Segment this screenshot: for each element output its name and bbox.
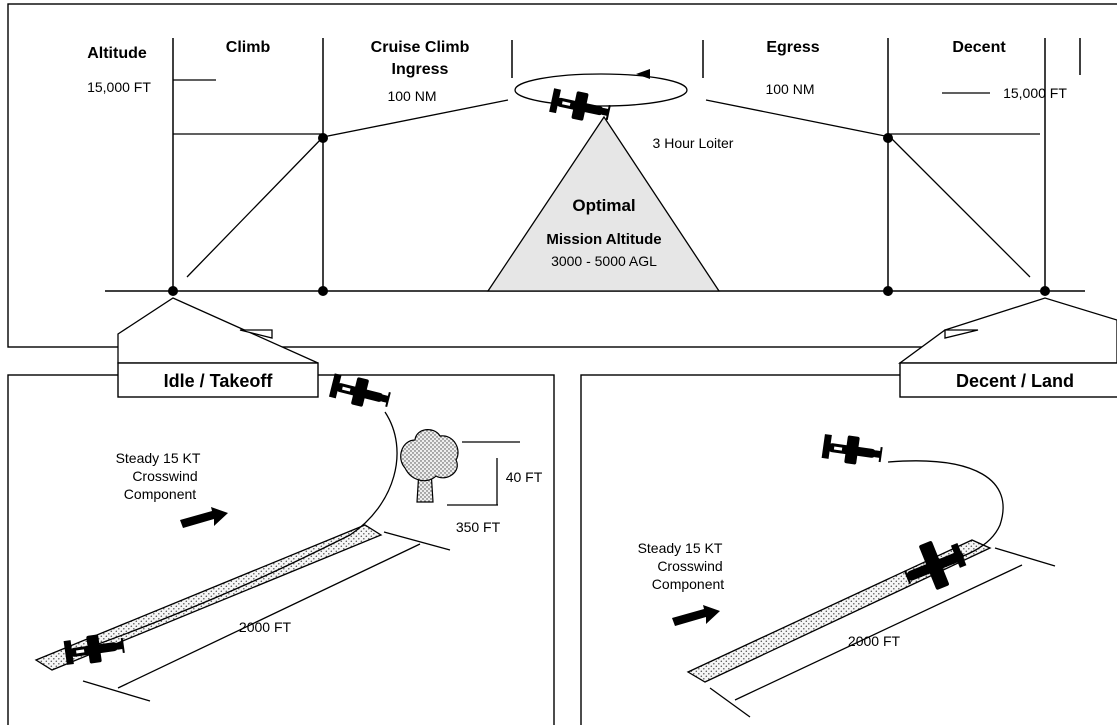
landing-wind-line-1: Steady 15 KT [638,540,723,556]
optimal-altitude-triangle [486,115,721,292]
takeoff-label: Idle / Takeoff [164,371,274,391]
phase-egress-label: Egress [766,39,819,56]
landing-label: Decent / Land [956,371,1074,391]
right-altitude-label: 15,000 FT [1003,85,1067,101]
top-panel-border [7,3,1117,348]
flight-profile-path [186,99,509,278]
takeoff-label-box [117,362,319,398]
left-altitude-label: 15,000 FT [87,79,151,95]
ingress-distance-label: 100 NM [387,88,436,104]
takeoff-panel-border [7,374,555,725]
landing-wind-line-3: Component [652,576,724,592]
tree-obstacle-icon [400,429,459,503]
landing-wind-arrow-icon [672,605,720,626]
landing-aircraft-touchdown-icon [904,541,967,590]
waypoint-dots [168,133,1050,296]
takeoff-runway-length-label: 2000 FT [239,619,292,635]
flight-profile-path-return [705,99,1031,278]
top-panel: Altitude 15,000 FT Climb Cruise Climb In… [7,3,1117,348]
phase-cruise-label-2: Ingress [392,61,449,78]
phase-cruise-label-1: Cruise Climb [371,39,470,56]
takeoff-wind-line-1: Steady 15 KT [116,450,201,466]
optimal-label-1: Optimal [572,196,635,215]
phase-decent-label: Decent [952,39,1006,56]
loiter-time-label: 3 Hour Loiter [653,135,734,151]
takeoff-wind-arrow-icon [180,507,228,528]
takeoff-panel: Idle / Takeoff Steady 15 KT Crosswind [7,362,555,725]
obstacle-height-label: 40 FT [506,469,543,485]
runway-length-line [117,543,421,689]
landing-panel: Decent / Land Steady 15 KT Crosswind Com… [580,362,1117,725]
landing-track [887,460,1004,566]
landing-panel-border [580,374,1117,725]
landing-wind-line-2: Crosswind [657,558,722,574]
takeoff-track [81,411,398,651]
landing-callout-connector [898,297,1117,364]
phase-altitude-label: Altitude [87,45,147,62]
landing-runway-length-line [734,564,1023,701]
loiter-orbit [514,73,688,107]
optimal-label-2: Mission Altitude [546,231,661,248]
orbit-arrow-icon [636,69,650,79]
takeoff-runway [34,524,383,671]
landing-aircraft-approach-icon [820,431,884,469]
takeoff-callout-connector [117,297,319,364]
takeoff-wind-line-3: Component [124,486,196,502]
phase-climb-label: Climb [226,39,271,56]
obstacle-distance-label: 350 FT [456,519,501,535]
optimal-label-3: 3000 - 5000 AGL [551,253,657,269]
landing-runway-length-label: 2000 FT [848,633,901,649]
landing-label-box [899,362,1117,398]
altitude-ticks [173,79,1040,135]
egress-distance-label: 100 NM [765,81,814,97]
takeoff-wind-line-2: Crosswind [132,468,197,484]
takeoff-aircraft-airborne-icon [327,370,393,414]
